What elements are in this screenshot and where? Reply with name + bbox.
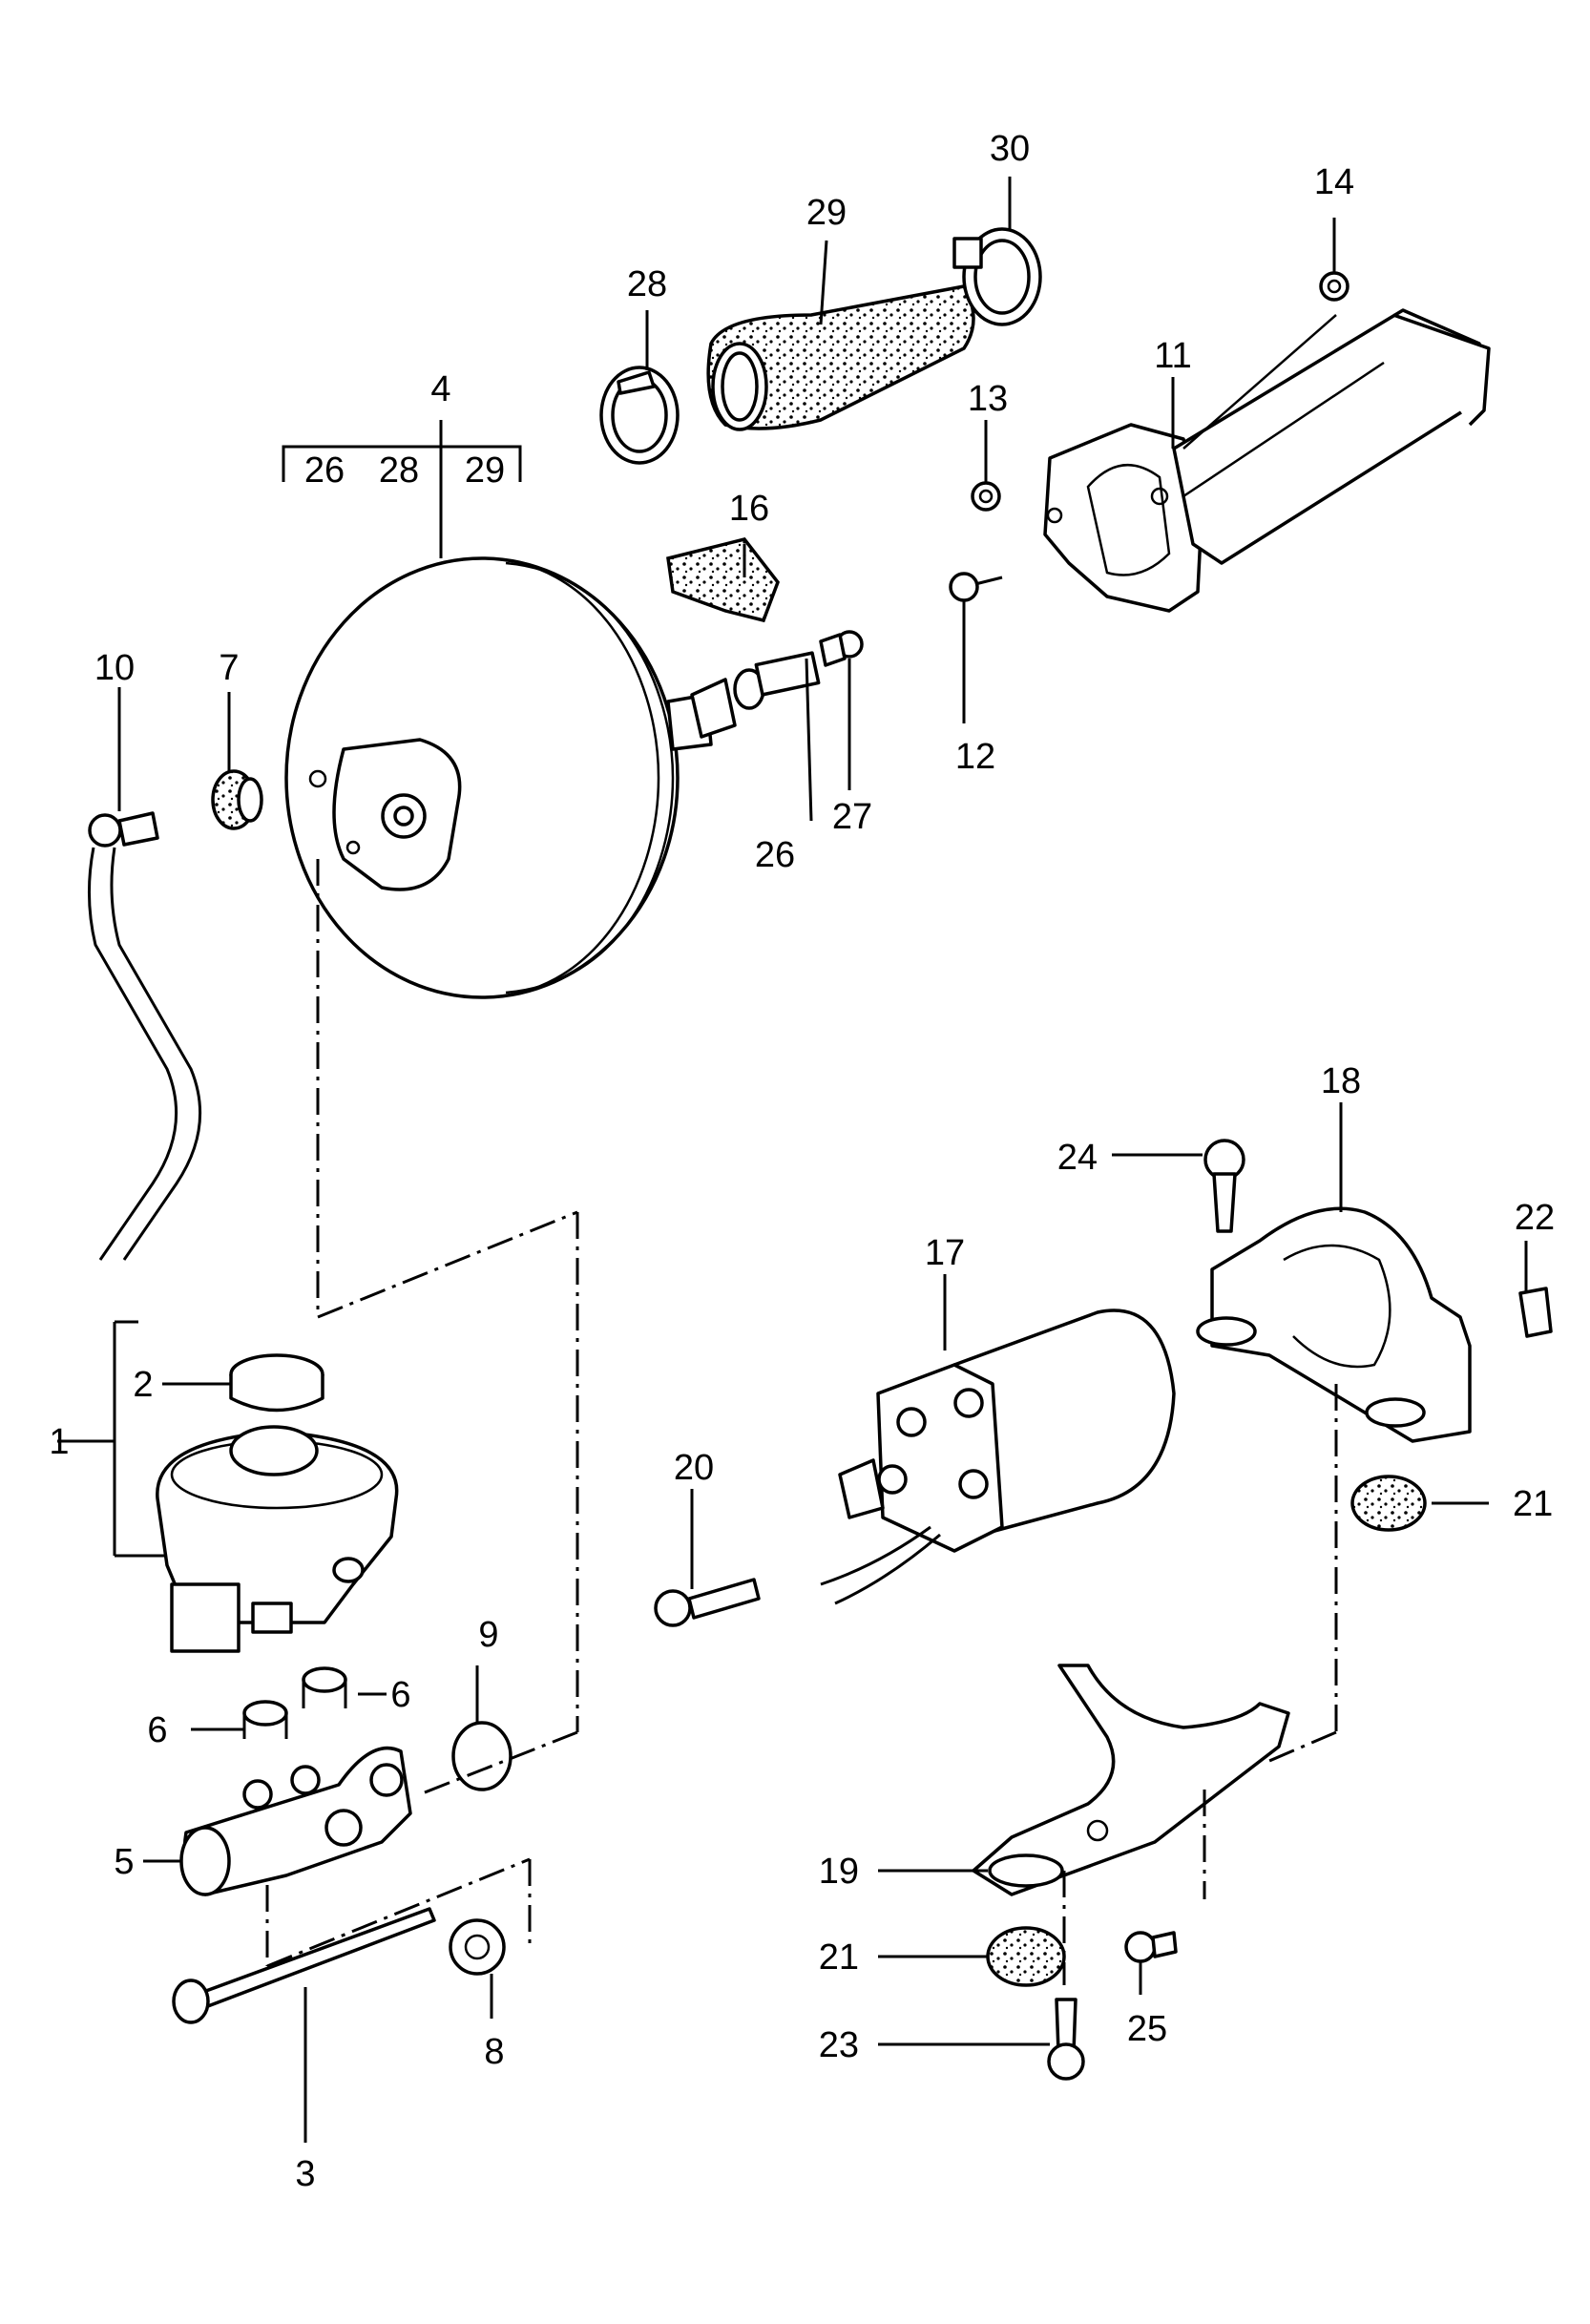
- callout-20: 20: [674, 1448, 714, 1488]
- seal-6b: [242, 1700, 288, 1739]
- nut-8: [449, 1918, 506, 1976]
- callout-9: 9: [478, 1615, 498, 1655]
- reservoir-cap-2: [229, 1353, 324, 1413]
- seal-16: [666, 537, 780, 623]
- callout-6b: 6: [147, 1710, 167, 1750]
- callout-11: 11: [1154, 336, 1191, 376]
- mount-rubber-21b: [986, 1926, 1066, 1987]
- bolt-20: [654, 1578, 761, 1627]
- kit4-sub-29: 29: [465, 450, 505, 491]
- clip-22: [1518, 1287, 1553, 1338]
- pushrod-assembly: [690, 630, 864, 739]
- callout-18: 18: [1321, 1061, 1361, 1101]
- callout-4: 4: [430, 369, 450, 409]
- bolt-24: [1203, 1139, 1245, 1233]
- callout-25: 25: [1127, 2009, 1167, 2049]
- bolt-3: [172, 1907, 436, 2024]
- callout-7: 7: [219, 648, 239, 688]
- callout-17: 17: [925, 1233, 965, 1273]
- callout-3: 3: [295, 2154, 315, 2194]
- fluid-reservoir-1: [156, 1425, 399, 1653]
- callout-14: 14: [1314, 162, 1354, 202]
- callout-30: 30: [990, 129, 1030, 169]
- pump-bracket-18: [1196, 1206, 1472, 1443]
- master-cylinder-5: [179, 1746, 412, 1896]
- vacuum-pump-17: [820, 1309, 1176, 1605]
- brake-booster: [284, 556, 713, 999]
- vacuum-hose-10: [87, 811, 202, 1261]
- o-ring-9: [451, 1721, 513, 1791]
- master-cylinder-guides: [113, 859, 579, 1968]
- kit4-sub-28: 28: [379, 450, 419, 491]
- leader-lines: [57, 177, 1528, 2143]
- kit-4-bracket: [282, 420, 522, 558]
- callout-2: 2: [133, 1365, 153, 1405]
- nut-13: [971, 481, 1001, 512]
- callout-21b: 21: [819, 1937, 859, 1978]
- mounting-bracket-11: [1043, 308, 1491, 613]
- callout-28: 28: [627, 264, 667, 304]
- callout-27: 27: [832, 797, 872, 837]
- kit4-sub-26: 26: [304, 450, 345, 491]
- callout-19: 19: [819, 1852, 859, 1892]
- callout-26: 26: [755, 835, 795, 875]
- callout-5: 5: [114, 1842, 134, 1882]
- nut-14: [1319, 271, 1349, 302]
- callout-12: 12: [955, 737, 995, 777]
- callout-22: 22: [1515, 1198, 1555, 1238]
- callout-23: 23: [819, 2025, 859, 2065]
- callout-10: 10: [94, 648, 135, 688]
- bolt-23: [1047, 1998, 1085, 2081]
- callout-labels: 4 26 28 29 10 7 28 29 30 14 11 13 16 12 …: [49, 129, 1555, 2194]
- callout-16: 16: [729, 489, 769, 529]
- seal-6a: [302, 1666, 347, 1708]
- boot-29: [706, 284, 975, 431]
- callout-13: 13: [968, 379, 1008, 419]
- callout-29: 29: [806, 193, 847, 233]
- mount-rubber-21a: [1350, 1475, 1427, 1532]
- callout-21a: 21: [1513, 1484, 1553, 1524]
- clamp-30: [952, 227, 1042, 326]
- callout-8: 8: [484, 2032, 504, 2072]
- grommet-7: [211, 769, 263, 830]
- callout-24: 24: [1057, 1138, 1098, 1178]
- clamp-28: [599, 366, 680, 465]
- lower-bracket-19: [972, 1384, 1338, 1985]
- callout-6a: 6: [390, 1675, 410, 1715]
- bolt-12: [949, 572, 1003, 602]
- bolt-25: [1124, 1931, 1178, 1963]
- callout-1: 1: [49, 1422, 69, 1462]
